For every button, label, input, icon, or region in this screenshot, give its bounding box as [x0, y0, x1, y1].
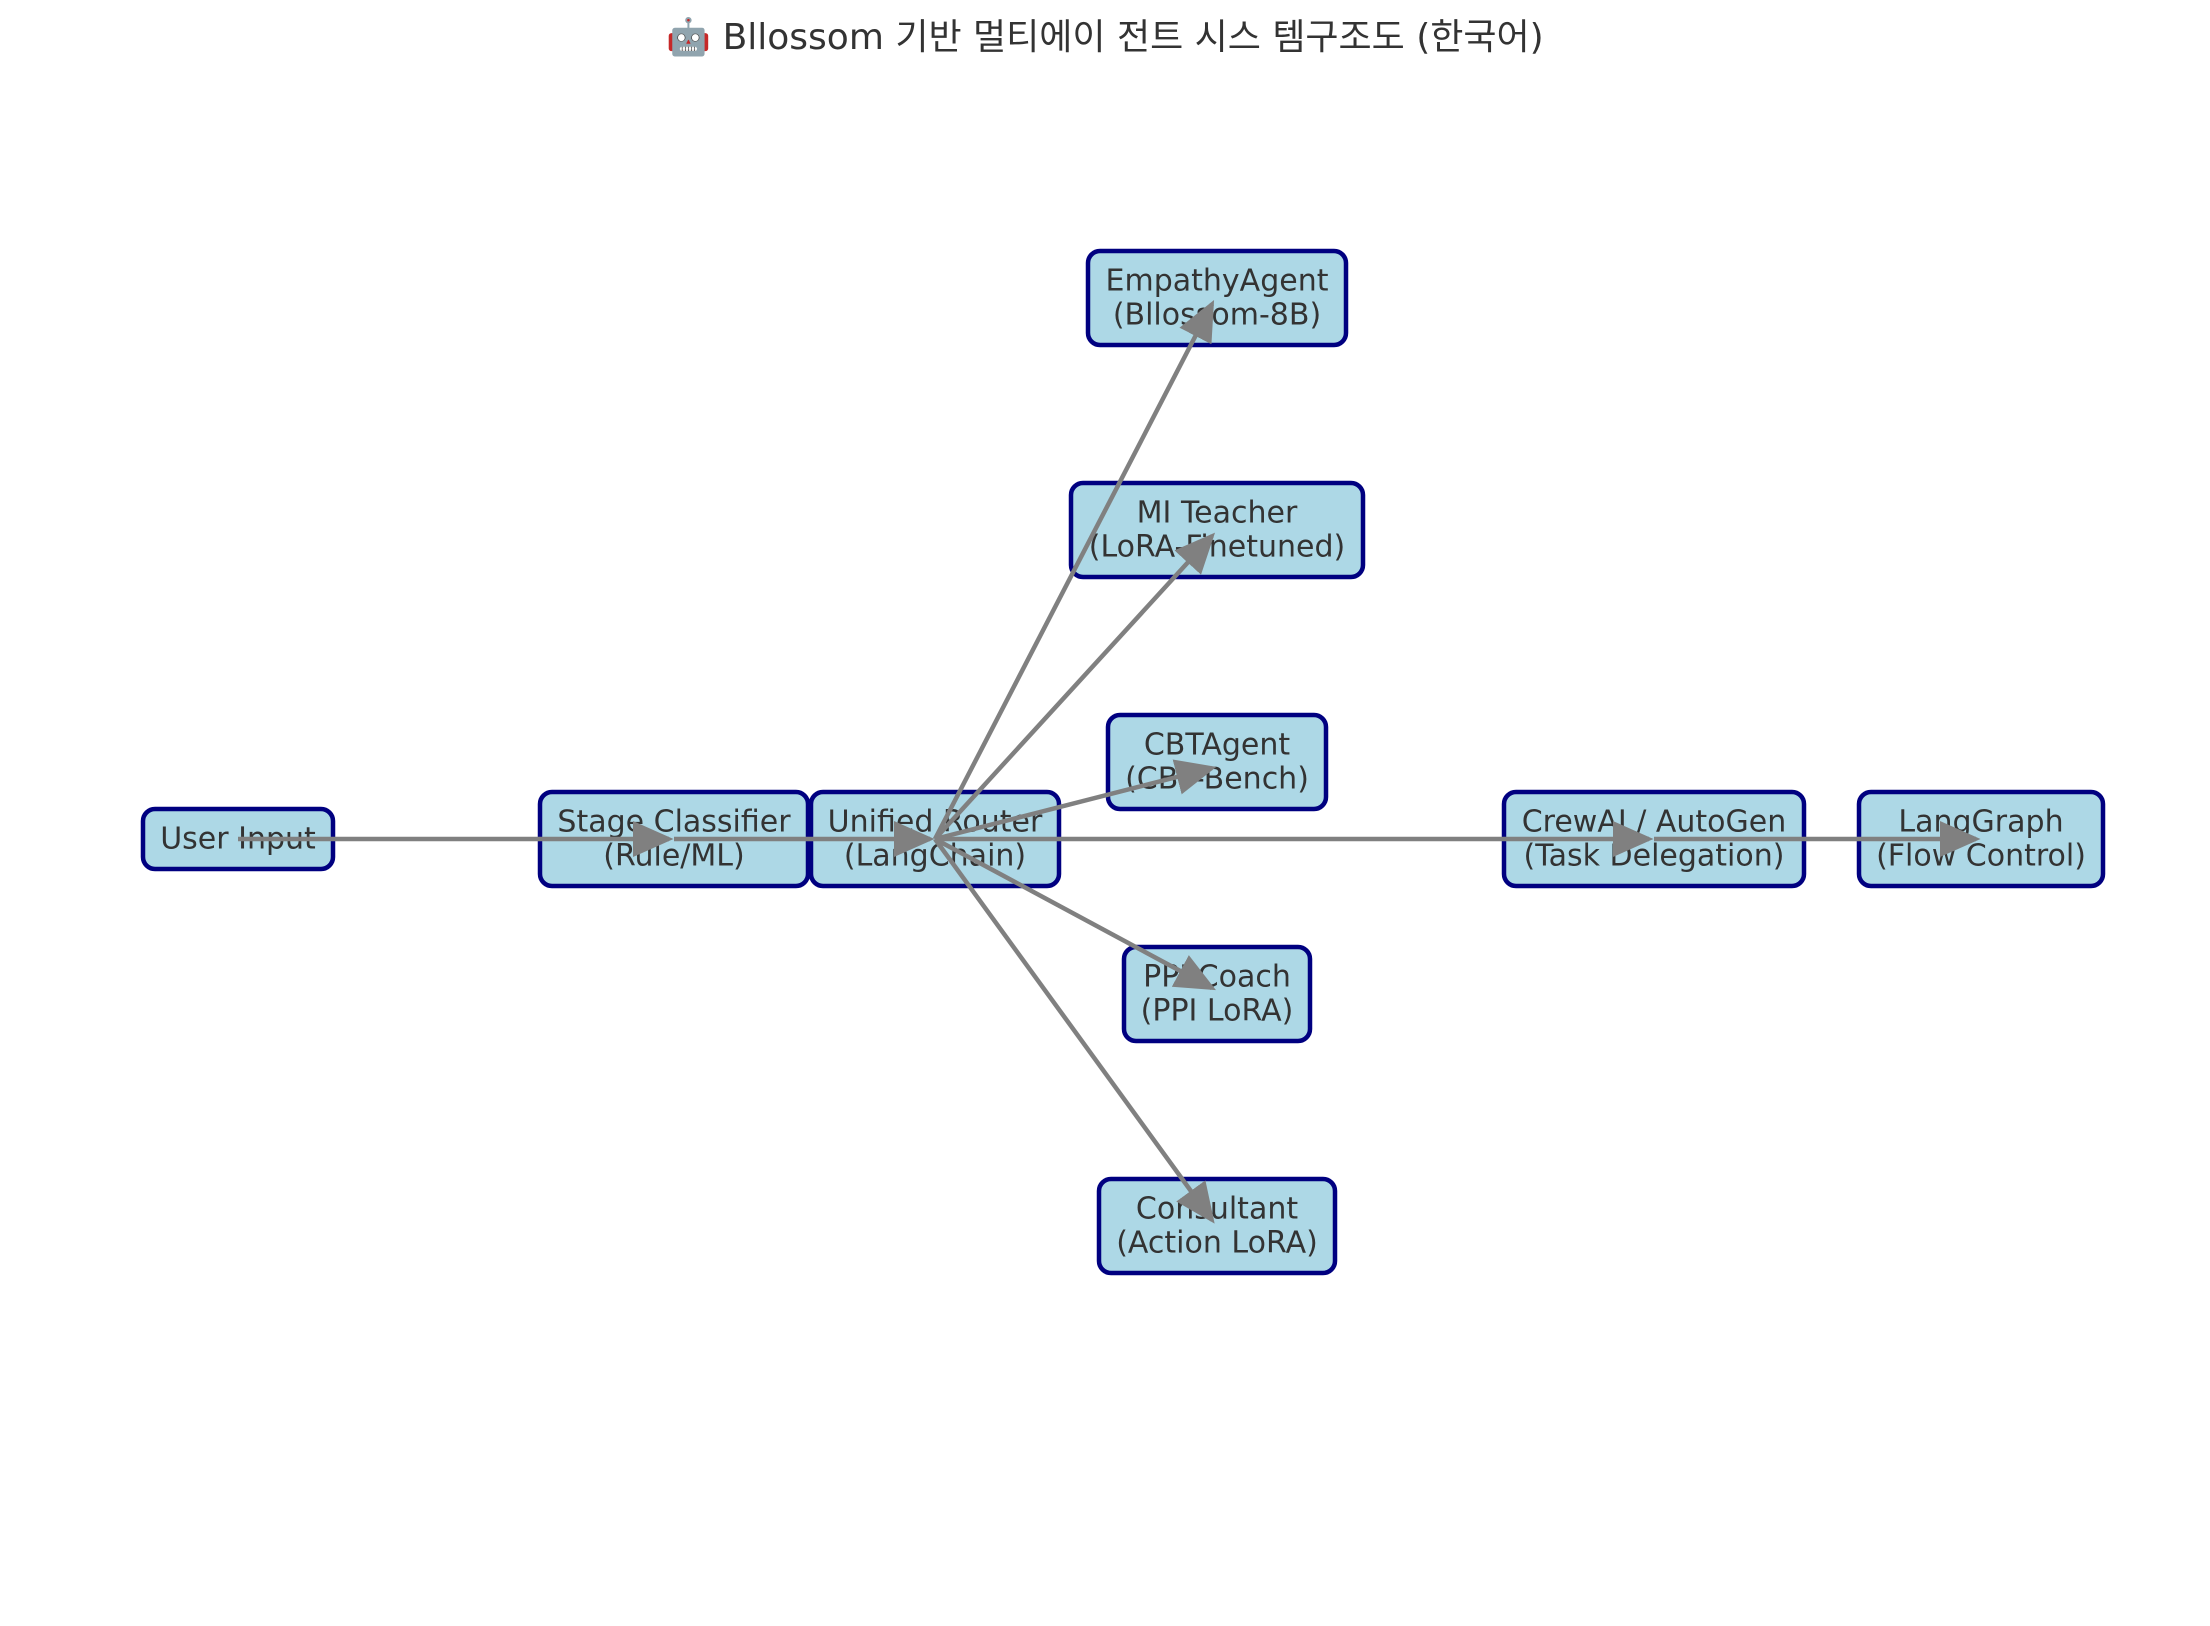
node-label: LangGraph [1898, 805, 2063, 840]
node-mi-teacher: MI Teacher(LoRA-Finetuned) [1068, 480, 1366, 580]
edge-unified-router-to-ppi-coach [933, 837, 1216, 991]
node-label: (Rule/ML) [603, 839, 744, 874]
node-box [1068, 480, 1366, 580]
node-label: Stage Classifier [557, 805, 791, 840]
node-label: Consultant [1136, 1192, 1298, 1227]
node-box [1096, 1176, 1338, 1276]
node-label: (PPI LoRA) [1141, 994, 1294, 1029]
node-label: CrewAI / AutoGen [1522, 805, 1787, 840]
node-label: (Bllossom-8B) [1113, 298, 1321, 333]
node-label: (Action LoRA) [1116, 1226, 1318, 1261]
edge-unified-router-to-mi-teacher [933, 532, 1216, 841]
node-label: EmpathyAgent [1106, 264, 1329, 299]
node-label: CBTAgent [1144, 728, 1291, 763]
diagram-title: 🤖 Bllossom 기반 멀티에이 전트 시스 템구조도 (한국어) [666, 17, 1544, 58]
edges-layer [238, 300, 1981, 1224]
node-langgraph: LangGraph(Flow Control) [1856, 789, 2106, 889]
node-consultant: Consultant(Action LoRA) [1096, 1176, 1338, 1276]
node-box [1105, 712, 1329, 812]
node-label: MI Teacher [1137, 496, 1298, 531]
node-label: (LangChain) [844, 839, 1026, 874]
node-box [1085, 248, 1349, 348]
node-label: (CBT-Bench) [1125, 762, 1309, 797]
node-label: (LoRA-Finetuned) [1089, 530, 1345, 565]
node-empathy-agent: EmpathyAgent(Bllossom-8B) [1085, 248, 1349, 348]
edge-unified-router-to-cbt-agent [934, 759, 1217, 842]
node-ppi-coach: PPI Coach(PPI LoRA) [1121, 944, 1313, 1044]
node-cbt-agent: CBTAgent(CBT-Bench) [1105, 712, 1329, 812]
node-label: (Flow Control) [1876, 839, 2086, 874]
edge-unified-router-to-empathy-agent [933, 300, 1215, 841]
node-box [1121, 944, 1313, 1044]
node-label: (Task Delegation) [1524, 839, 1785, 874]
edge-unified-router-to-consultant [933, 837, 1215, 1224]
